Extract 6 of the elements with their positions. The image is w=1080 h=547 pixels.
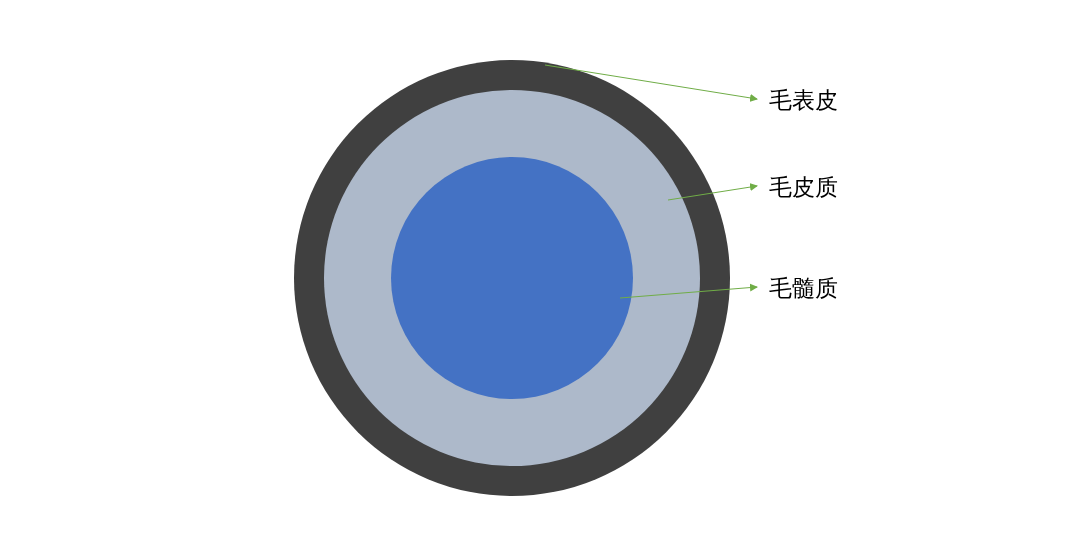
- part-label: 毛髓质: [769, 274, 838, 302]
- leader-line: [544, 64, 758, 102]
- leader-line: [619, 283, 758, 299]
- part-label: 毛皮质: [769, 173, 838, 201]
- part-label: 毛表皮: [769, 86, 838, 114]
- leader-line: [667, 183, 758, 201]
